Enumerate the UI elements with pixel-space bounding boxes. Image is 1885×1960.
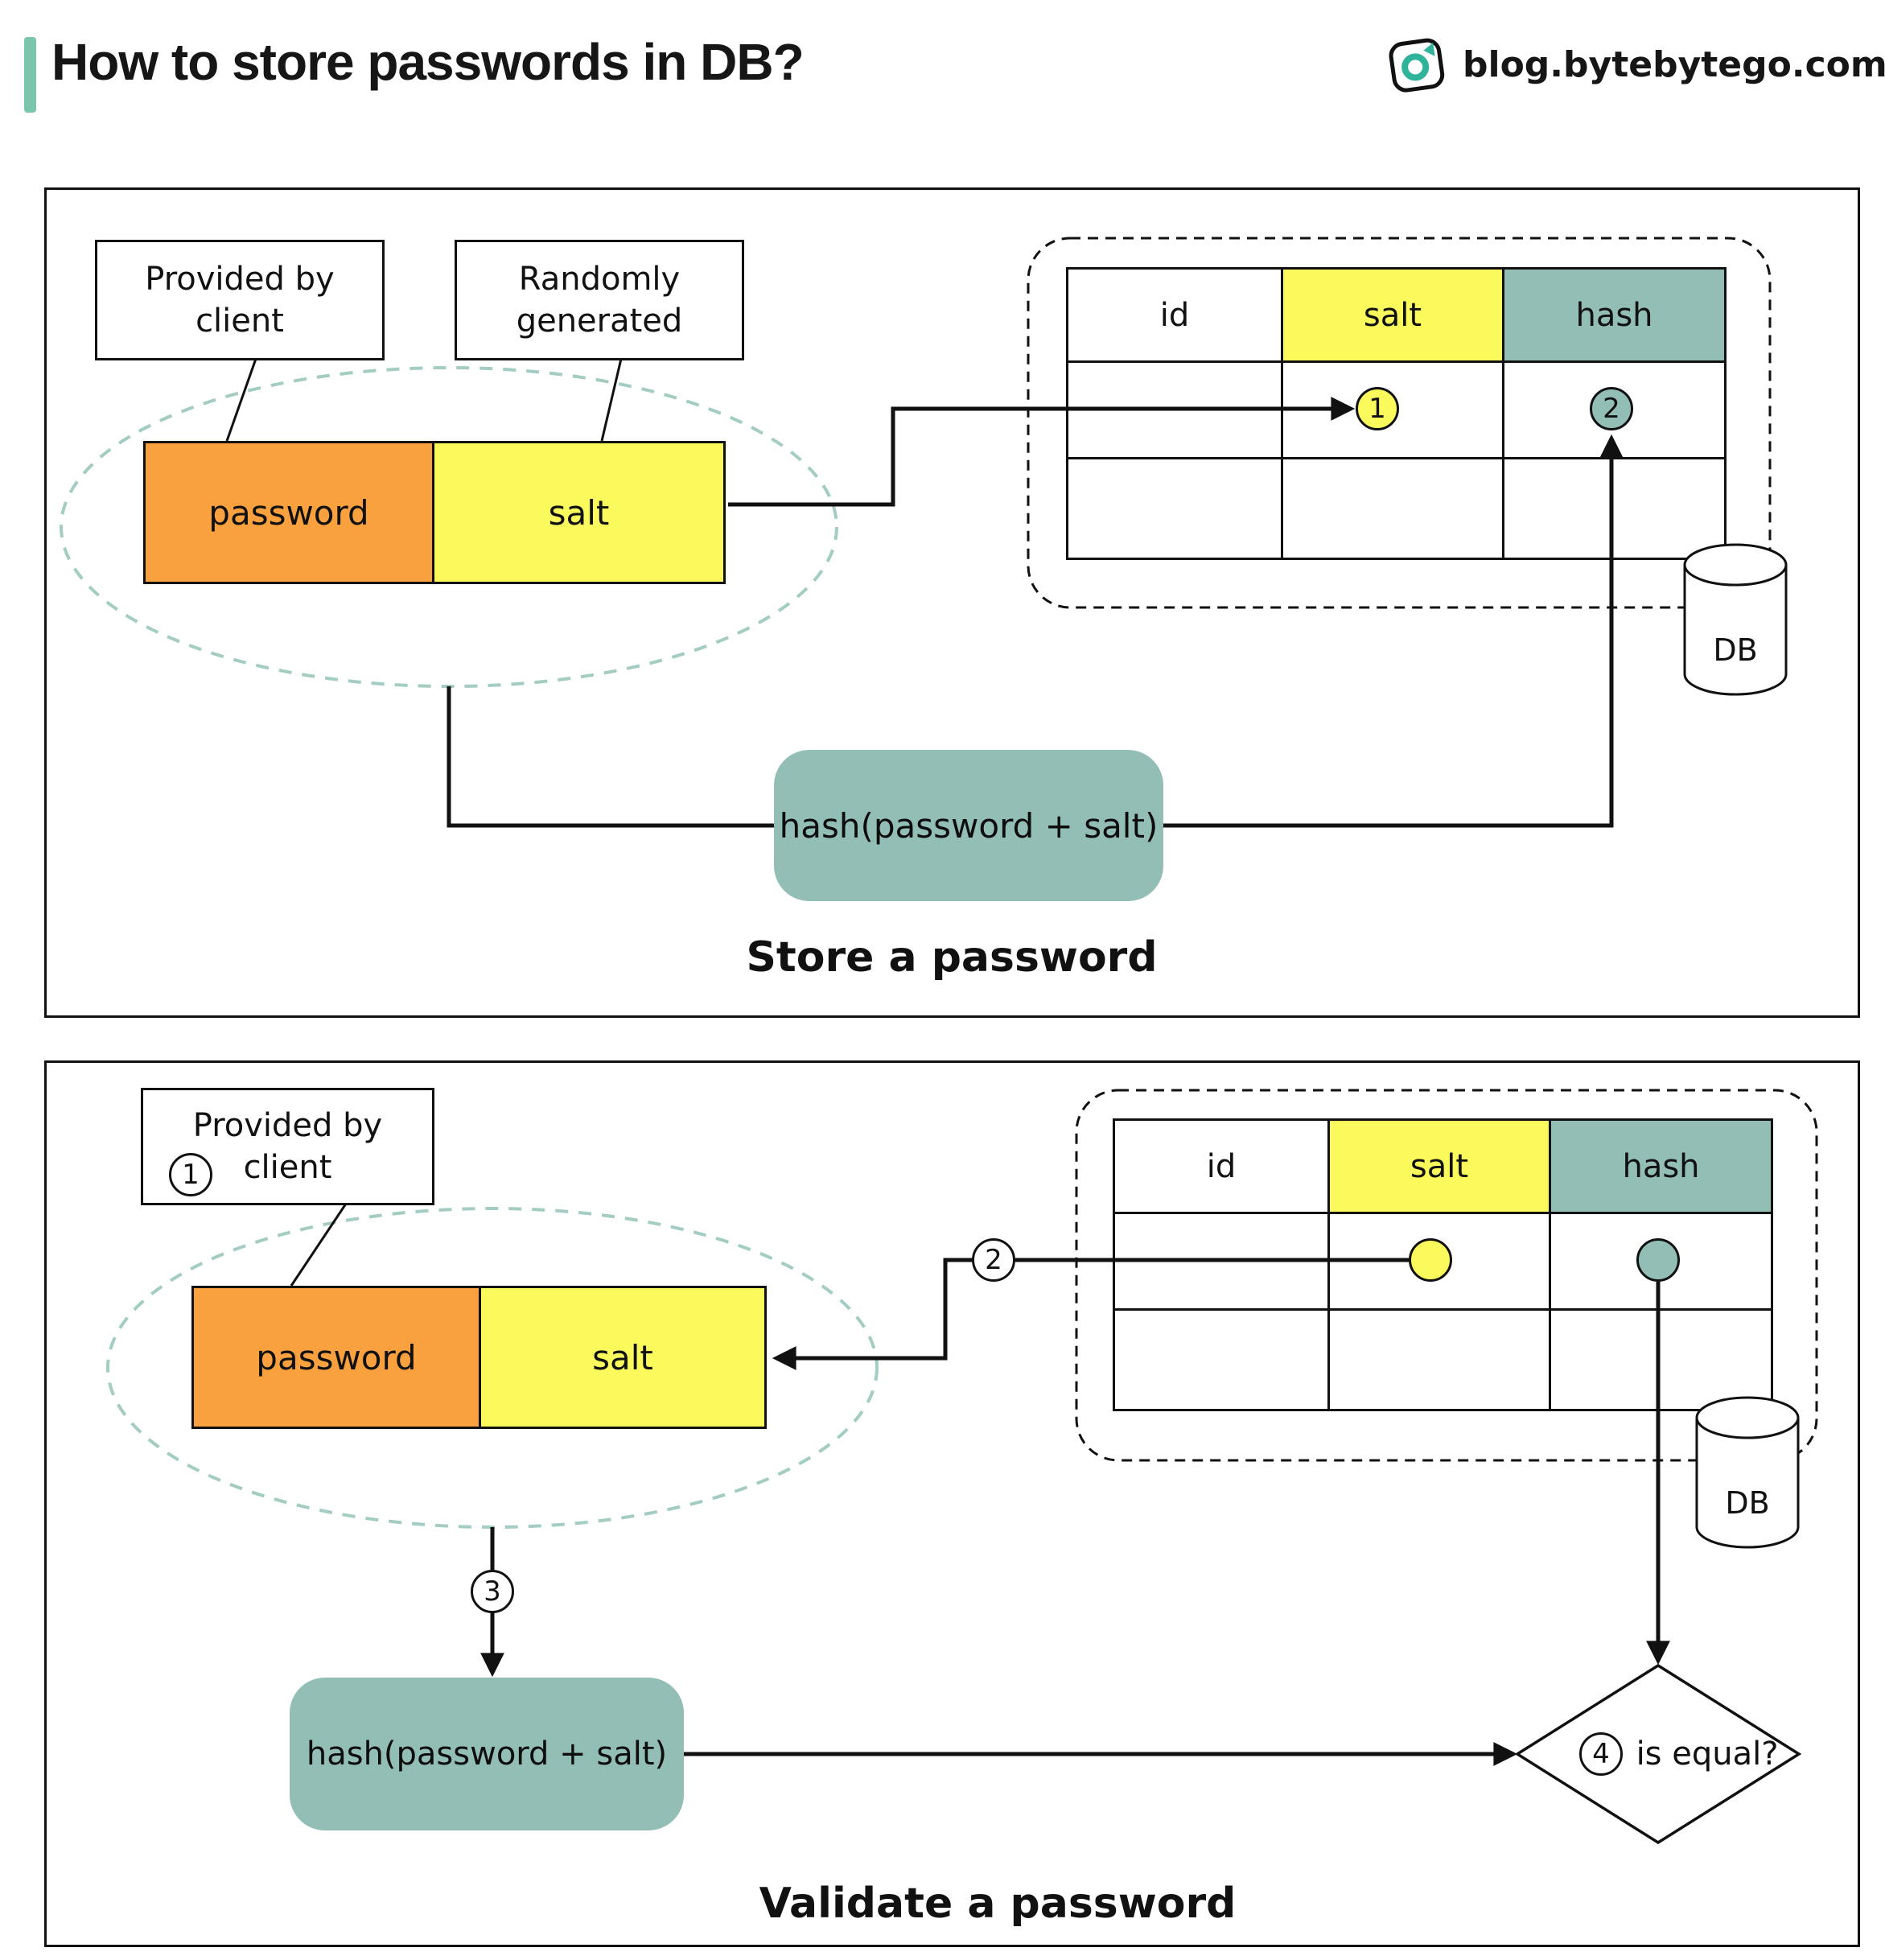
callout-line: client (243, 1149, 332, 1186)
password-box: password (143, 441, 434, 584)
site-url: blog.bytebytego.com (1463, 43, 1885, 85)
hash-function-box: hash(password + salt) (290, 1678, 684, 1830)
step-badge-3: 3 (471, 1570, 514, 1613)
table-cell (1283, 459, 1504, 558)
db-label: DB (1725, 1485, 1770, 1521)
salt-box: salt (432, 441, 726, 584)
step-badge-2: 2 (1590, 387, 1633, 430)
store-caption: Store a password (746, 933, 1158, 982)
step-badge-1: 1 (1356, 387, 1399, 430)
password-salt-pair: password salt (191, 1286, 767, 1429)
table-header-row: id salt hash (1115, 1121, 1771, 1214)
hash-value-dot (1636, 1238, 1680, 1282)
callout-line: client (195, 303, 284, 340)
callout-line: Provided by (192, 1107, 383, 1144)
col-header-hash: hash (1551, 1121, 1771, 1214)
salt-value-dot (1409, 1238, 1452, 1282)
is-equal-label: is equal? (1636, 1736, 1779, 1773)
col-header-salt: salt (1283, 270, 1504, 363)
brand: blog.bytebytego.com (1385, 32, 1885, 97)
page-title: How to store passwords in DB? (51, 33, 805, 91)
table-cell (1330, 1311, 1551, 1409)
table-cell (1504, 459, 1724, 558)
db-label: DB (1713, 632, 1758, 668)
callout-line: Randomly (518, 261, 681, 298)
title-accent-bar (24, 37, 36, 113)
salt-box: salt (479, 1286, 767, 1429)
table-row (1068, 459, 1724, 558)
step-badge-2: 2 (972, 1238, 1015, 1282)
table-row (1115, 1311, 1771, 1409)
col-header-hash: hash (1504, 270, 1724, 363)
step-badge-4: 4 (1579, 1732, 1623, 1776)
col-header-id: id (1115, 1121, 1330, 1214)
table-cell (1068, 363, 1283, 459)
password-salt-pair: password salt (143, 441, 726, 584)
validate-caption: Validate a password (759, 1880, 1237, 1928)
callout-line: Provided by (145, 261, 335, 298)
callout-provided-by-client: Provided by client (141, 1088, 434, 1205)
callout-provided-by-client: Provided by client (95, 240, 385, 360)
table-cell (1115, 1311, 1330, 1409)
col-header-salt: salt (1330, 1121, 1551, 1214)
callout-line: generated (516, 303, 683, 340)
table-cell (1115, 1214, 1330, 1311)
table-cell (1068, 459, 1283, 558)
col-header-id: id (1068, 270, 1283, 363)
hash-function-box: hash(password + salt) (774, 750, 1163, 901)
table-header-row: id salt hash (1068, 270, 1724, 363)
step-badge-1: 1 (169, 1153, 212, 1196)
table-cell (1551, 1311, 1771, 1409)
callout-randomly-generated: Randomly generated (455, 240, 744, 360)
password-box: password (191, 1286, 481, 1429)
bytebytego-logo-icon (1389, 38, 1445, 93)
